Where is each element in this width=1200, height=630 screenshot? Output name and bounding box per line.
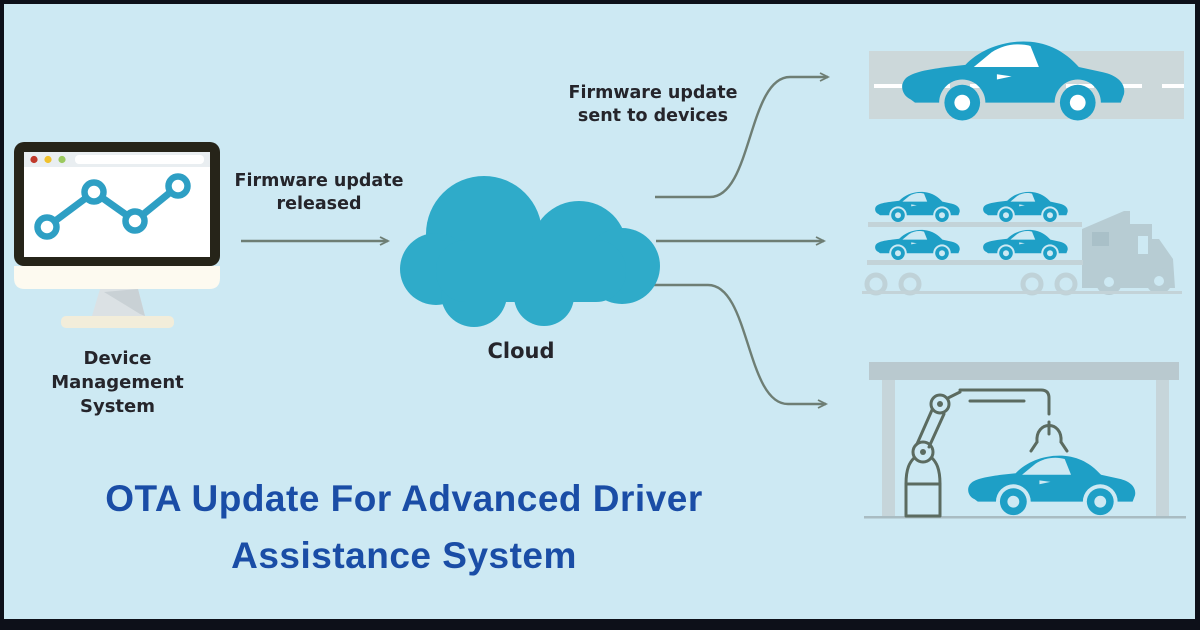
page-title: OTA Update For Advanced Driver Assistanc… — [105, 478, 703, 576]
flow-arrows — [241, 72, 831, 409]
assembly-line-robot-car-icon — [864, 362, 1186, 519]
firmware-released-label: Firmware update released — [234, 171, 404, 215]
monitor-line-chart-icon — [14, 142, 220, 328]
car-transporter-truck-icon — [862, 191, 1182, 296]
browser-dot-red — [30, 155, 38, 164]
cloud-icon — [400, 176, 660, 327]
browser-dot-yellow — [44, 155, 52, 164]
arrow-to-factory — [654, 283, 829, 409]
car-on-road-icon — [869, 41, 1184, 121]
robot-arm — [904, 388, 1069, 518]
line-chart — [43, 182, 182, 231]
browser-dot-green — [58, 155, 66, 164]
browser-address-bar — [75, 155, 204, 164]
device-management-label: Device Management System — [51, 348, 184, 417]
arrow-to-road-car — [655, 72, 831, 199]
cloud-label: Cloud — [487, 339, 555, 363]
firmware-sent-label: Firmware update sent to devices — [568, 83, 738, 127]
